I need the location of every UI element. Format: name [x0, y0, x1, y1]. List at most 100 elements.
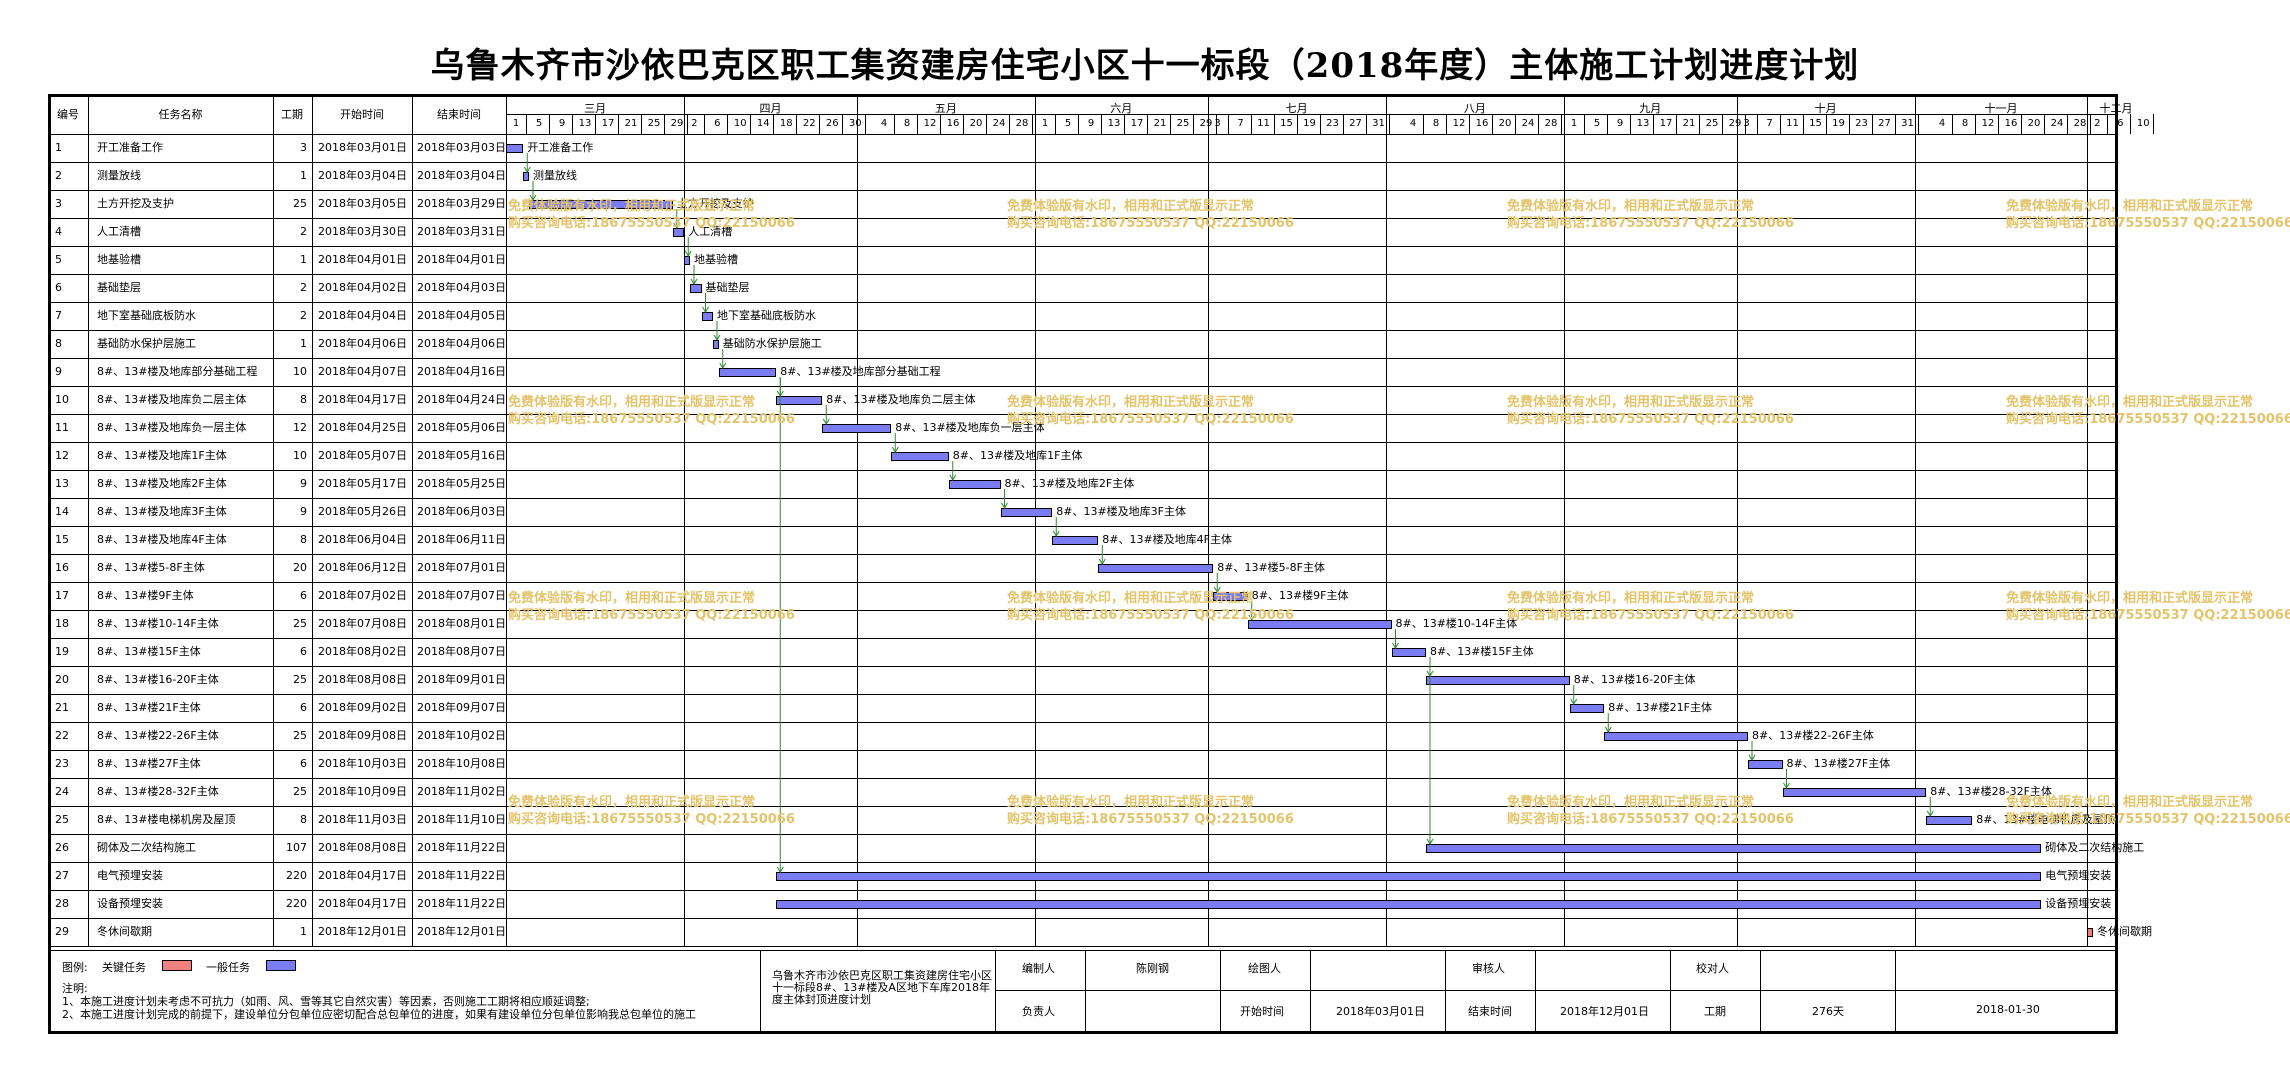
task-bar[interactable] — [718, 368, 777, 377]
task-bar[interactable] — [948, 480, 1001, 489]
task-name: 8#、13#楼及地库4F主体 — [97, 533, 227, 546]
day-tick — [1342, 114, 1344, 134]
dependency-arrowhead — [1426, 838, 1434, 845]
task-duration: 1 — [300, 925, 307, 938]
watermark-line-2: 购买咨询电话:18675550537 QQ:22150066 — [508, 608, 795, 623]
task-bar[interactable] — [1782, 788, 1927, 797]
day-tick-label: 10 — [2136, 118, 2150, 129]
task-bar[interactable] — [672, 228, 685, 237]
day-tick-label: 12 — [1452, 118, 1466, 129]
day-tick — [1699, 114, 1700, 134]
task-name: 8#、13#楼电梯机房及屋顶 — [97, 813, 236, 826]
task-bar[interactable] — [776, 396, 823, 405]
day-tick — [1802, 114, 1804, 134]
legend-critical-label: 关键任务 — [102, 961, 146, 974]
day-tick — [1722, 114, 1723, 134]
footer-column-divider — [1220, 950, 1221, 1034]
task-bar[interactable] — [1569, 704, 1605, 713]
task-start: 2018年04月01日 — [318, 253, 407, 266]
task-bar-label: 地基验槽 — [694, 253, 738, 266]
day-tick — [687, 114, 688, 134]
task-duration: 25 — [293, 673, 307, 686]
day-tick-label: 3 — [1743, 118, 1750, 129]
task-bar[interactable] — [1926, 816, 1973, 825]
watermark-line-2: 购买咨询电话:18675550537 QQ:22150066 — [2006, 216, 2290, 231]
column-header-duration: 工期 — [281, 108, 303, 121]
task-bar[interactable] — [776, 872, 2042, 881]
task-name: 8#、13#楼10-14F主体 — [97, 617, 219, 630]
day-tick-label: 14 — [756, 118, 770, 129]
day-tick-label: 12 — [923, 118, 937, 129]
task-bar[interactable] — [1426, 676, 1570, 685]
task-bar-label: 冬休间歇期 — [2097, 925, 2152, 938]
task-name: 8#、13#楼28-32F主体 — [97, 785, 219, 798]
task-name: 开工准备工作 — [97, 141, 163, 154]
task-end: 2018年10月02日 — [417, 729, 505, 742]
task-name: 8#、13#楼21F主体 — [97, 701, 201, 714]
watermark: 免费体验版有水印，相用和正式版显示正常购买咨询电话:18675550537 QQ… — [1507, 394, 1794, 428]
watermark-line-1: 免费体验版有水印，相用和正式版显示正常 — [508, 591, 756, 606]
task-duration: 10 — [293, 365, 307, 378]
task-bar[interactable] — [506, 144, 524, 153]
day-tick — [865, 114, 867, 134]
task-name: 测量放线 — [97, 169, 141, 182]
task-bar[interactable] — [713, 340, 719, 349]
task-end: 2018年11月22日 — [417, 897, 505, 910]
task-bar[interactable] — [1000, 508, 1053, 517]
task-id: 28 — [55, 897, 69, 910]
task-duration: 10 — [293, 449, 307, 462]
task-bar[interactable] — [1748, 760, 1783, 769]
day-tick-label: 30 — [848, 118, 862, 129]
row-divider — [48, 190, 2118, 191]
task-bar[interactable] — [891, 452, 949, 461]
task-bar[interactable] — [1247, 620, 1392, 629]
watermark-line-1: 免费体验版有水印，相用和正式版显示正常 — [1507, 591, 1755, 606]
task-bar-label: 基础垫层 — [705, 281, 750, 294]
task-start: 2018年04月06日 — [318, 337, 407, 350]
day-tick-label: 5 — [535, 118, 543, 129]
dependency-arrowhead — [1052, 530, 1060, 537]
task-name: 设备预埋安装 — [97, 897, 163, 910]
task-end: 2018年07月07日 — [417, 589, 505, 602]
task-bar[interactable] — [690, 284, 702, 293]
day-tick — [963, 114, 964, 134]
dependency-arrowhead — [673, 222, 681, 229]
row-divider — [48, 526, 2118, 527]
task-bar[interactable] — [1391, 648, 1426, 657]
task-bar[interactable] — [1426, 844, 2042, 853]
task-bar[interactable] — [822, 424, 892, 433]
day-tick-label: 17 — [1659, 118, 1673, 129]
task-bar[interactable] — [1604, 732, 1748, 741]
day-tick-label: 2 — [691, 118, 698, 129]
watermark: 免费体验版有水印，相用和正式版显示正常购买咨询电话:18675550537 QQ… — [2006, 198, 2290, 232]
row-divider — [48, 414, 2118, 415]
task-name: 8#、13#楼22-26F主体 — [97, 729, 219, 742]
task-bar[interactable] — [523, 172, 529, 181]
footer-row-divider — [995, 990, 2118, 991]
task-bar[interactable] — [701, 312, 713, 321]
footer-column-divider — [1670, 950, 1671, 1034]
day-tick — [2130, 114, 2132, 134]
task-id: 4 — [55, 225, 62, 238]
task-bar[interactable] — [2087, 928, 2093, 937]
task-bar[interactable] — [1052, 536, 1099, 545]
column-header-id: 编号 — [57, 108, 79, 121]
task-name: 8#、13#楼9F主体 — [97, 589, 194, 602]
task-bar[interactable] — [1098, 564, 1214, 573]
task-id: 3 — [55, 197, 62, 210]
task-bar[interactable] — [684, 256, 690, 265]
day-tick — [773, 114, 775, 134]
task-name: 电气预埋安装 — [97, 869, 163, 882]
task-bar[interactable] — [529, 200, 673, 209]
task-name: 土方开挖及支护 — [97, 197, 174, 210]
day-tick — [1561, 114, 1562, 134]
day-tick-label: 4 — [1938, 118, 1946, 129]
task-bar[interactable] — [776, 900, 2042, 909]
task-bar[interactable] — [1213, 592, 1248, 601]
day-tick-label: 4 — [880, 118, 888, 129]
task-duration: 25 — [293, 785, 307, 798]
task-id: 1 — [55, 141, 62, 154]
row-divider — [48, 162, 2118, 163]
dependency-arrowhead — [702, 306, 709, 313]
task-id: 27 — [55, 869, 69, 882]
